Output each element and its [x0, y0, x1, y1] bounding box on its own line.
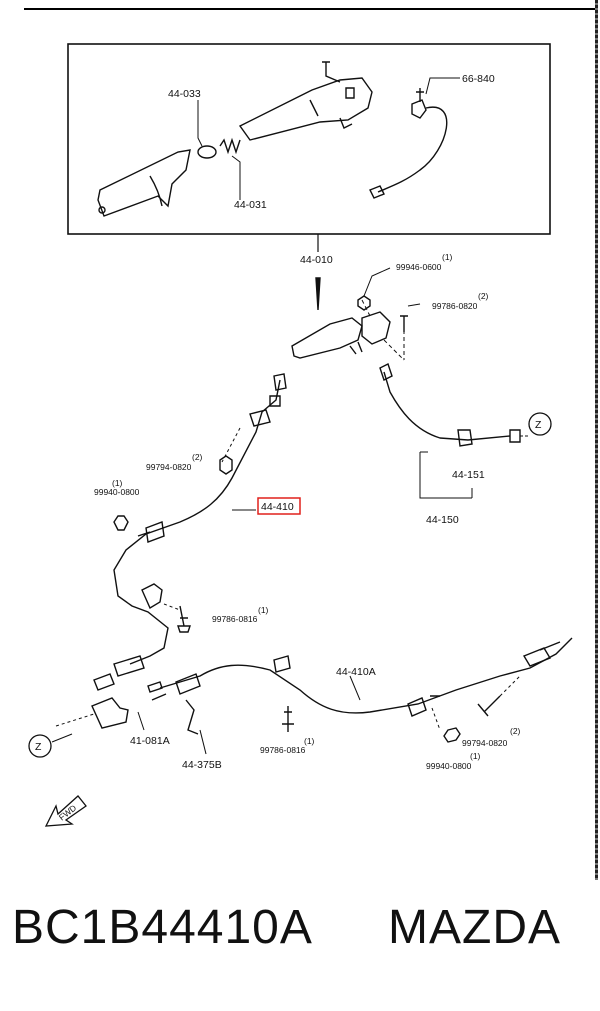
qty-nut-front: (1) — [112, 478, 123, 488]
lever-body-drawing — [238, 77, 373, 141]
label-44-033: 44-033 — [168, 88, 201, 100]
highlight-box — [257, 497, 301, 515]
label-44-010: 44-010 — [300, 254, 333, 266]
footer-part-number: BC1B44410A — [12, 901, 313, 954]
z-label-right: Z — [535, 419, 542, 431]
qty-bolt-mid: (1) — [258, 605, 269, 615]
z-marker-right — [528, 412, 552, 436]
label-44-151: 44-151 — [452, 469, 485, 481]
qty-bolt-front: (2) — [192, 452, 203, 462]
qty-bolt-rear-mid: (1) — [304, 736, 315, 746]
right-border — [595, 0, 598, 880]
label-99786-0816-rear: 99786-0816 — [260, 745, 306, 755]
label-99786-0816: 99786-0816 — [212, 614, 258, 624]
label-41-081A: 41-081A — [130, 735, 170, 747]
label-44-410: 44-410 — [261, 501, 294, 513]
label-99794-0820-rear: 99794-0820 — [462, 738, 508, 748]
cable-right-drawing — [383, 371, 511, 441]
z-label-left: Z — [35, 741, 42, 753]
label-44-410A: 44-410A — [336, 666, 376, 678]
footer-brand: MAZDA — [388, 901, 561, 954]
label-99786-0820: 99786-0820 — [432, 301, 478, 311]
label-99794-0820: 99794-0820 — [146, 462, 192, 472]
spring-drawing — [219, 137, 241, 155]
equalizer-drawing — [91, 697, 129, 729]
label-99940-0800: 99940-0800 — [94, 487, 140, 497]
label-99940-0800-rear: 99940-0800 — [426, 761, 472, 771]
label-44-031: 44-031 — [234, 199, 267, 211]
mid-lever-drawing — [291, 317, 363, 359]
qty-bolt-top: (2) — [478, 291, 489, 301]
nut-front-drawing — [113, 515, 129, 531]
label-44-150: 44-150 — [426, 514, 459, 526]
nut-rear-drawing — [443, 727, 461, 743]
label-99946-0600: 99946-0600 — [396, 262, 442, 272]
qty-nut-top: (1) — [442, 252, 453, 262]
top-border — [24, 8, 596, 10]
qty-nut-rear: (1) — [470, 751, 481, 761]
detail-box — [67, 43, 551, 235]
qty-bolt-rear: (2) — [510, 726, 521, 736]
z-marker-left — [28, 734, 52, 758]
label-66-840: 66-840 — [462, 73, 495, 85]
label-44-375B: 44-375B — [182, 759, 222, 771]
fwd-arrow — [44, 795, 87, 827]
lever-grip-drawing — [97, 149, 191, 217]
cover-cap-drawing — [197, 145, 217, 159]
rear-cable-drawing — [159, 637, 573, 714]
front-cable-drawing — [113, 379, 281, 665]
parking-brake-diagram: 44-033 66-840 44-031 44-010 (1) 99946-06… — [28, 43, 573, 827]
